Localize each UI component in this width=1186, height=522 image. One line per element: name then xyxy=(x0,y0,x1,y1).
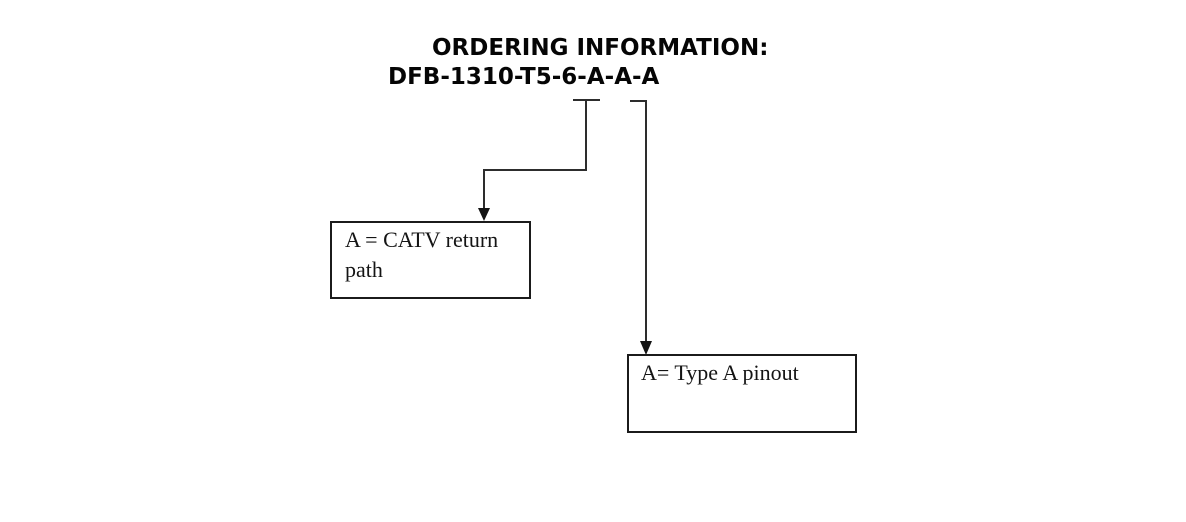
part-number-text: DFB-1310-T5-6-A-A-A xyxy=(388,64,660,90)
diagram-title: ORDERING INFORMATION: xyxy=(432,35,769,61)
callout-text-line: A = CATV return xyxy=(345,227,499,252)
callout-box-type-a-pinout: A= Type A pinout xyxy=(627,354,857,433)
arrowhead-pinout-icon xyxy=(640,341,652,355)
arrowhead-catv-icon xyxy=(478,208,490,221)
connector-to-catv-box xyxy=(483,100,587,209)
callout-box-catv-return: A = CATV return path xyxy=(330,221,531,299)
connector-to-pinout-box xyxy=(630,100,647,342)
callout-text-line: path xyxy=(345,257,383,282)
callout-text-line: A= Type A pinout xyxy=(641,360,799,385)
